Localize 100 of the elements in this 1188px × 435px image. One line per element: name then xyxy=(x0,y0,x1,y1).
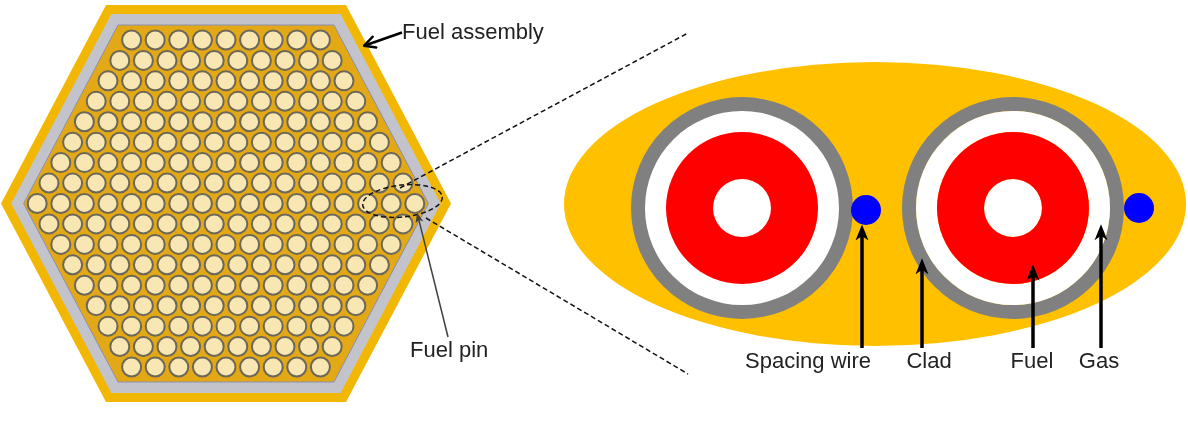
fuel-pin-circle xyxy=(298,90,320,112)
leader-arrow xyxy=(855,224,869,348)
fuel-pin-circle xyxy=(262,29,284,51)
fuel-pin-circle xyxy=(321,131,343,153)
fuel-pin-circle xyxy=(274,254,296,276)
fuel-pin-circle xyxy=(309,356,331,378)
fuel-pin-circle xyxy=(286,274,308,296)
fuel-pin-circle xyxy=(180,295,202,317)
fuel-pin-circle xyxy=(180,336,202,358)
fuel-pin-circle xyxy=(321,213,343,235)
fuel-pin-circle xyxy=(97,274,119,296)
fuel-pin-circle xyxy=(73,274,95,296)
fuel-pin-circle xyxy=(50,152,72,174)
fuel-pin-circle xyxy=(121,70,143,92)
fuel-pin-circle xyxy=(274,172,296,194)
fuel-pin-circle xyxy=(286,315,308,337)
fuel-pin-circle xyxy=(180,90,202,112)
fuel-pin-circle xyxy=(85,172,107,194)
fuel-pin-circle xyxy=(180,254,202,276)
fuel-pin-circle xyxy=(333,70,355,92)
fuel-pin-circle xyxy=(227,131,249,153)
fuel-pin-circle xyxy=(345,131,367,153)
spacing-wire-label: Spacing wire xyxy=(745,348,871,373)
fuel-pin-circle xyxy=(156,90,178,112)
fuel-pin-circle xyxy=(250,131,272,153)
fuel-pin-circle xyxy=(191,70,213,92)
fuel-pin-circle xyxy=(85,131,107,153)
fuel-pin-circle xyxy=(250,295,272,317)
fuel-pin-circle xyxy=(392,213,414,235)
fuel-pin-circle xyxy=(156,254,178,276)
fuel-pin-circle xyxy=(298,131,320,153)
gas-label: Gas xyxy=(1078,348,1120,373)
fuel-pin-circle xyxy=(26,193,48,214)
fuel-pin-circle xyxy=(321,336,343,358)
fuel-pin-circle xyxy=(215,315,237,337)
spacing-wire-dot xyxy=(1124,193,1154,223)
fuel-pin-circle xyxy=(321,172,343,194)
fuel-pin-circle xyxy=(357,152,379,174)
fuel-pin-circle xyxy=(97,233,119,255)
fuel-pin-circle xyxy=(73,111,95,133)
fuel-pin-circle xyxy=(97,315,119,337)
fuel-pin-circle xyxy=(286,356,308,378)
fuel-pin-circle xyxy=(168,233,190,255)
fuel-pin-circle xyxy=(168,152,190,174)
fuel-pin-circle xyxy=(132,213,154,235)
fuel-pin-circle xyxy=(262,152,284,174)
fuel-pin-circle xyxy=(368,131,390,153)
fuel-pin-circle xyxy=(156,131,178,153)
fuel-pin-circle xyxy=(380,193,402,214)
fuel-pin-circle xyxy=(274,131,296,153)
fuel-pin-circle xyxy=(345,172,367,194)
fuel-pin-circle xyxy=(227,254,249,276)
fuel-label: Fuel xyxy=(1010,348,1054,373)
fuel-assembly-label: Fuel assembly xyxy=(402,19,544,44)
fuel-pin-circle xyxy=(203,131,225,153)
fuel-pin-circle xyxy=(109,295,131,317)
fuel-pin-circle xyxy=(239,274,261,296)
fuel-pin-circle xyxy=(239,315,261,337)
fuel-pin-circle xyxy=(203,254,225,276)
fuel-pin-circle xyxy=(321,295,343,317)
fuel-pin-circle xyxy=(298,336,320,358)
fuel-pin-circle xyxy=(380,152,402,174)
fuel-pin-circle xyxy=(227,172,249,194)
fuel-pin-circle xyxy=(144,152,166,174)
fuel-pin-circle xyxy=(132,90,154,112)
fuel-pin-circle xyxy=(85,295,107,317)
fuel-pin-circle xyxy=(168,193,190,214)
fuel-pin-circle xyxy=(97,111,119,133)
fuel-pin-circle xyxy=(168,356,190,378)
fuel-pin-circle xyxy=(191,29,213,51)
fuel-pin-circle xyxy=(85,90,107,112)
fuel-pin-circle xyxy=(368,254,390,276)
fuel-pin-circle xyxy=(333,152,355,174)
fuel-pin-circle xyxy=(121,315,143,337)
fuel-pin-circle xyxy=(144,29,166,51)
fuel-pin-circle xyxy=(286,193,308,214)
fuel-pin-circle xyxy=(239,152,261,174)
fuel-pin-circle xyxy=(62,254,84,276)
fuel-pin-circle xyxy=(62,172,84,194)
fuel-pin-circle xyxy=(345,213,367,235)
fuel-pin-circle xyxy=(262,70,284,92)
fuel-pin-circle xyxy=(215,356,237,378)
fuel-pin-circle xyxy=(109,131,131,153)
fuel-pin-circle xyxy=(144,356,166,378)
fuel-pin-circle xyxy=(380,233,402,255)
fuel-pin-circle xyxy=(321,90,343,112)
fuel-pin-circle xyxy=(168,70,190,92)
fuel-pin-circle xyxy=(298,254,320,276)
fuel-pin-circle xyxy=(121,29,143,51)
fuel-pin-circle xyxy=(109,213,131,235)
leader-arrow xyxy=(362,31,403,49)
fuel-pin-circle xyxy=(203,295,225,317)
fuel-pin-circle xyxy=(109,336,131,358)
fuel-pin-circle xyxy=(180,131,202,153)
fuel-pin-circle xyxy=(109,254,131,276)
fuel-pin-circle xyxy=(227,295,249,317)
fuel-pin-circle xyxy=(298,172,320,194)
fuel-pin-circle xyxy=(144,193,166,214)
fuel-pin-circle xyxy=(97,193,119,214)
fuel-pin-circle xyxy=(286,152,308,174)
